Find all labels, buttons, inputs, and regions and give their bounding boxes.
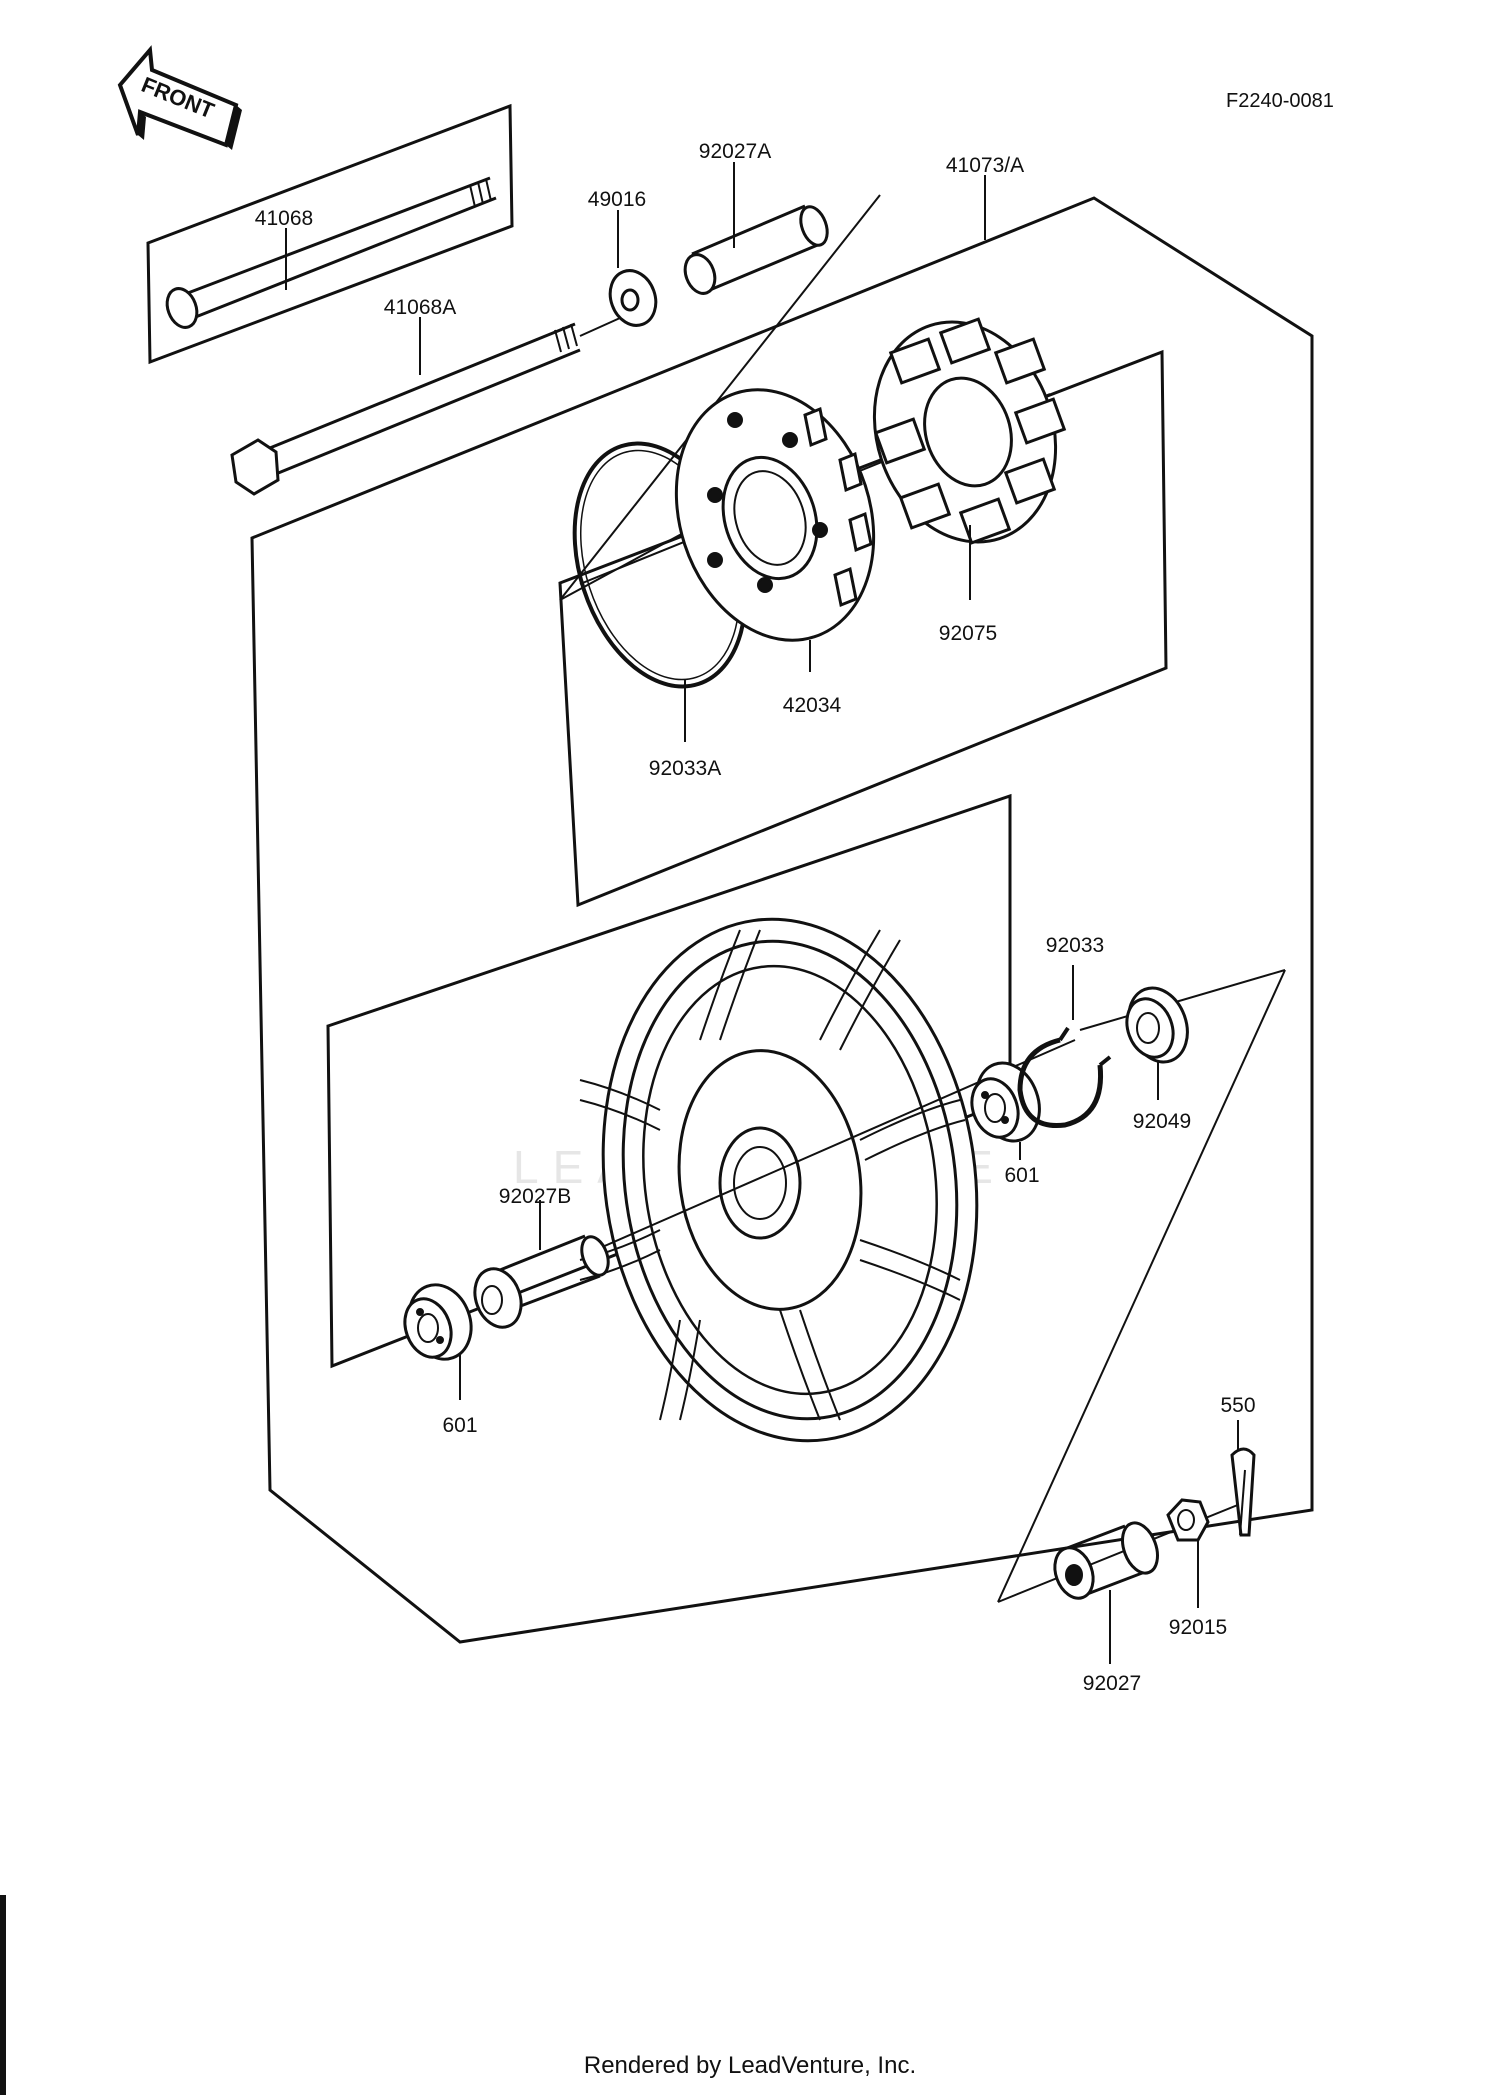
- cast-wheel: [579, 917, 979, 1443]
- collar-92027: [1053, 1521, 1159, 1600]
- damper-92075: [872, 317, 1067, 545]
- spacer-92027A: [683, 204, 829, 295]
- cotter-pin-550: [1230, 1447, 1256, 1537]
- castle-nut-92015: [1166, 1498, 1210, 1542]
- circlip-92033: [1017, 1026, 1112, 1129]
- footer-credit: Rendered by LeadVenture, Inc.: [583, 2052, 917, 2079]
- label-92027B: 92027B: [499, 1185, 571, 1208]
- label-42034: 42034: [783, 694, 842, 717]
- label-92049: 92049: [1133, 1110, 1191, 1133]
- diagram-code: F2240-0081: [1226, 90, 1334, 112]
- hub-subframe: [558, 349, 1168, 908]
- label-41068: 41068: [255, 207, 313, 230]
- wheel-assembly-frame: [250, 196, 1314, 1644]
- label-92027A: 92027A: [699, 140, 771, 163]
- oil-seal-92049: [1125, 986, 1189, 1064]
- leader-lines: [285, 162, 1239, 1664]
- label-601-left: 601: [442, 1414, 477, 1437]
- label-41073A: 41073/A: [946, 154, 1024, 177]
- sprocket-hub-42034: [674, 388, 876, 642]
- label-41068A: 41068A: [384, 296, 456, 319]
- spacer-92027B: [473, 1234, 610, 1329]
- axle-41068: [165, 176, 497, 329]
- washer-49016: [608, 269, 658, 327]
- label-49016: 49016: [588, 188, 646, 211]
- axle-41068A: [230, 317, 621, 496]
- label-92033A: 92033A: [649, 757, 721, 780]
- axle-41068-box: [146, 103, 514, 365]
- label-92027: 92027: [1083, 1672, 1141, 1695]
- left-edge-mark: [0, 1895, 6, 2095]
- label-92015: 92015: [1169, 1616, 1227, 1639]
- front-arrow-icon: FRONT: [117, 45, 242, 150]
- bearing-601-left: [403, 1283, 473, 1361]
- label-92075: 92075: [939, 622, 997, 645]
- label-92033: 92033: [1046, 934, 1104, 957]
- leader-diagonal-upper: [559, 194, 881, 601]
- leader-diagonal-lower: [997, 969, 1286, 1603]
- label-601-right: 601: [1004, 1164, 1039, 1187]
- label-550: 550: [1220, 1394, 1255, 1417]
- bearing-601-right: [970, 1061, 1041, 1143]
